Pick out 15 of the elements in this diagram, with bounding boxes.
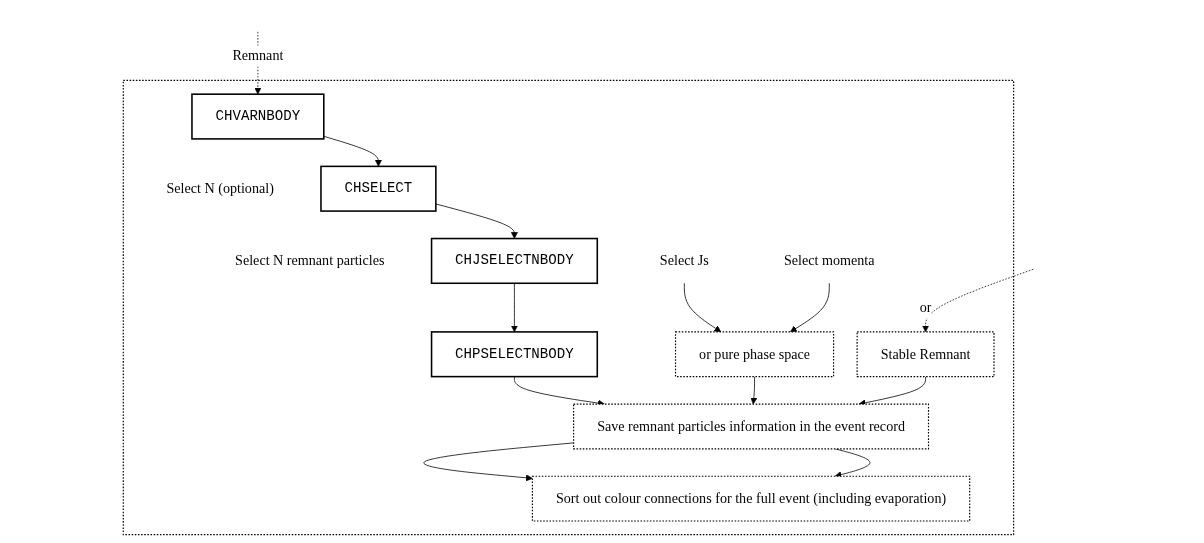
cluster <box>122 79 1015 536</box>
node-box: Save remnant particles information in the event record <box>573 403 930 450</box>
node-box: or pure phase space <box>675 331 835 378</box>
node-text: Select momenta <box>784 252 875 269</box>
node-label: Select N remnant particles <box>235 252 385 269</box>
node-box: Stable Remnant <box>856 331 995 378</box>
node-box: CHSELECT <box>320 165 437 212</box>
node-box: Sort out colour connections for the full event (including evaporation) <box>532 475 971 522</box>
node-box: CHJSELECTNBODY <box>430 237 599 285</box>
node-box: CHPSELECTNBODY <box>430 331 599 378</box>
edge-label: Remnant <box>232 47 284 64</box>
node-text: Select Js <box>660 252 710 269</box>
node-box: CHVARNBODY <box>191 93 325 140</box>
edge-label: or <box>919 299 932 316</box>
node-label: Select N (optional) <box>166 180 275 197</box>
